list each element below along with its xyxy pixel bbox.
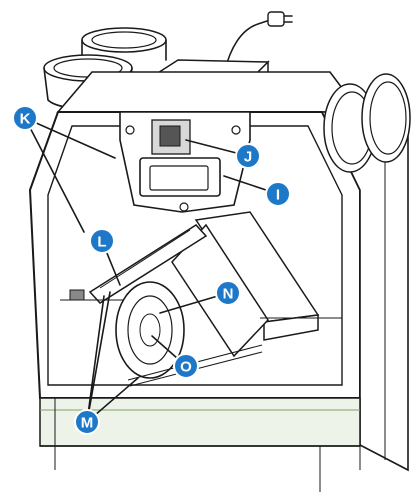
- rear-duct-connectors: [43, 27, 167, 110]
- side-duct-connectors: [323, 73, 411, 173]
- callout-J-label: J: [244, 149, 252, 166]
- callout-L-label: L: [97, 234, 106, 251]
- callout-O-label: O: [180, 359, 192, 376]
- callout-K-label: K: [20, 111, 31, 128]
- callout-O: O: [173, 353, 199, 379]
- callout-K: K: [12, 105, 38, 131]
- callout-N: N: [215, 280, 241, 306]
- callout-M: M: [74, 409, 100, 435]
- callout-I: I: [265, 181, 291, 207]
- callout-N-label: N: [223, 286, 234, 303]
- callout-M-label: M: [81, 415, 94, 432]
- callout-I-label: I: [276, 187, 280, 204]
- callout-J: J: [235, 143, 261, 169]
- fan-unit: [115, 281, 263, 387]
- control-module: [119, 111, 251, 213]
- callout-L: L: [89, 228, 115, 254]
